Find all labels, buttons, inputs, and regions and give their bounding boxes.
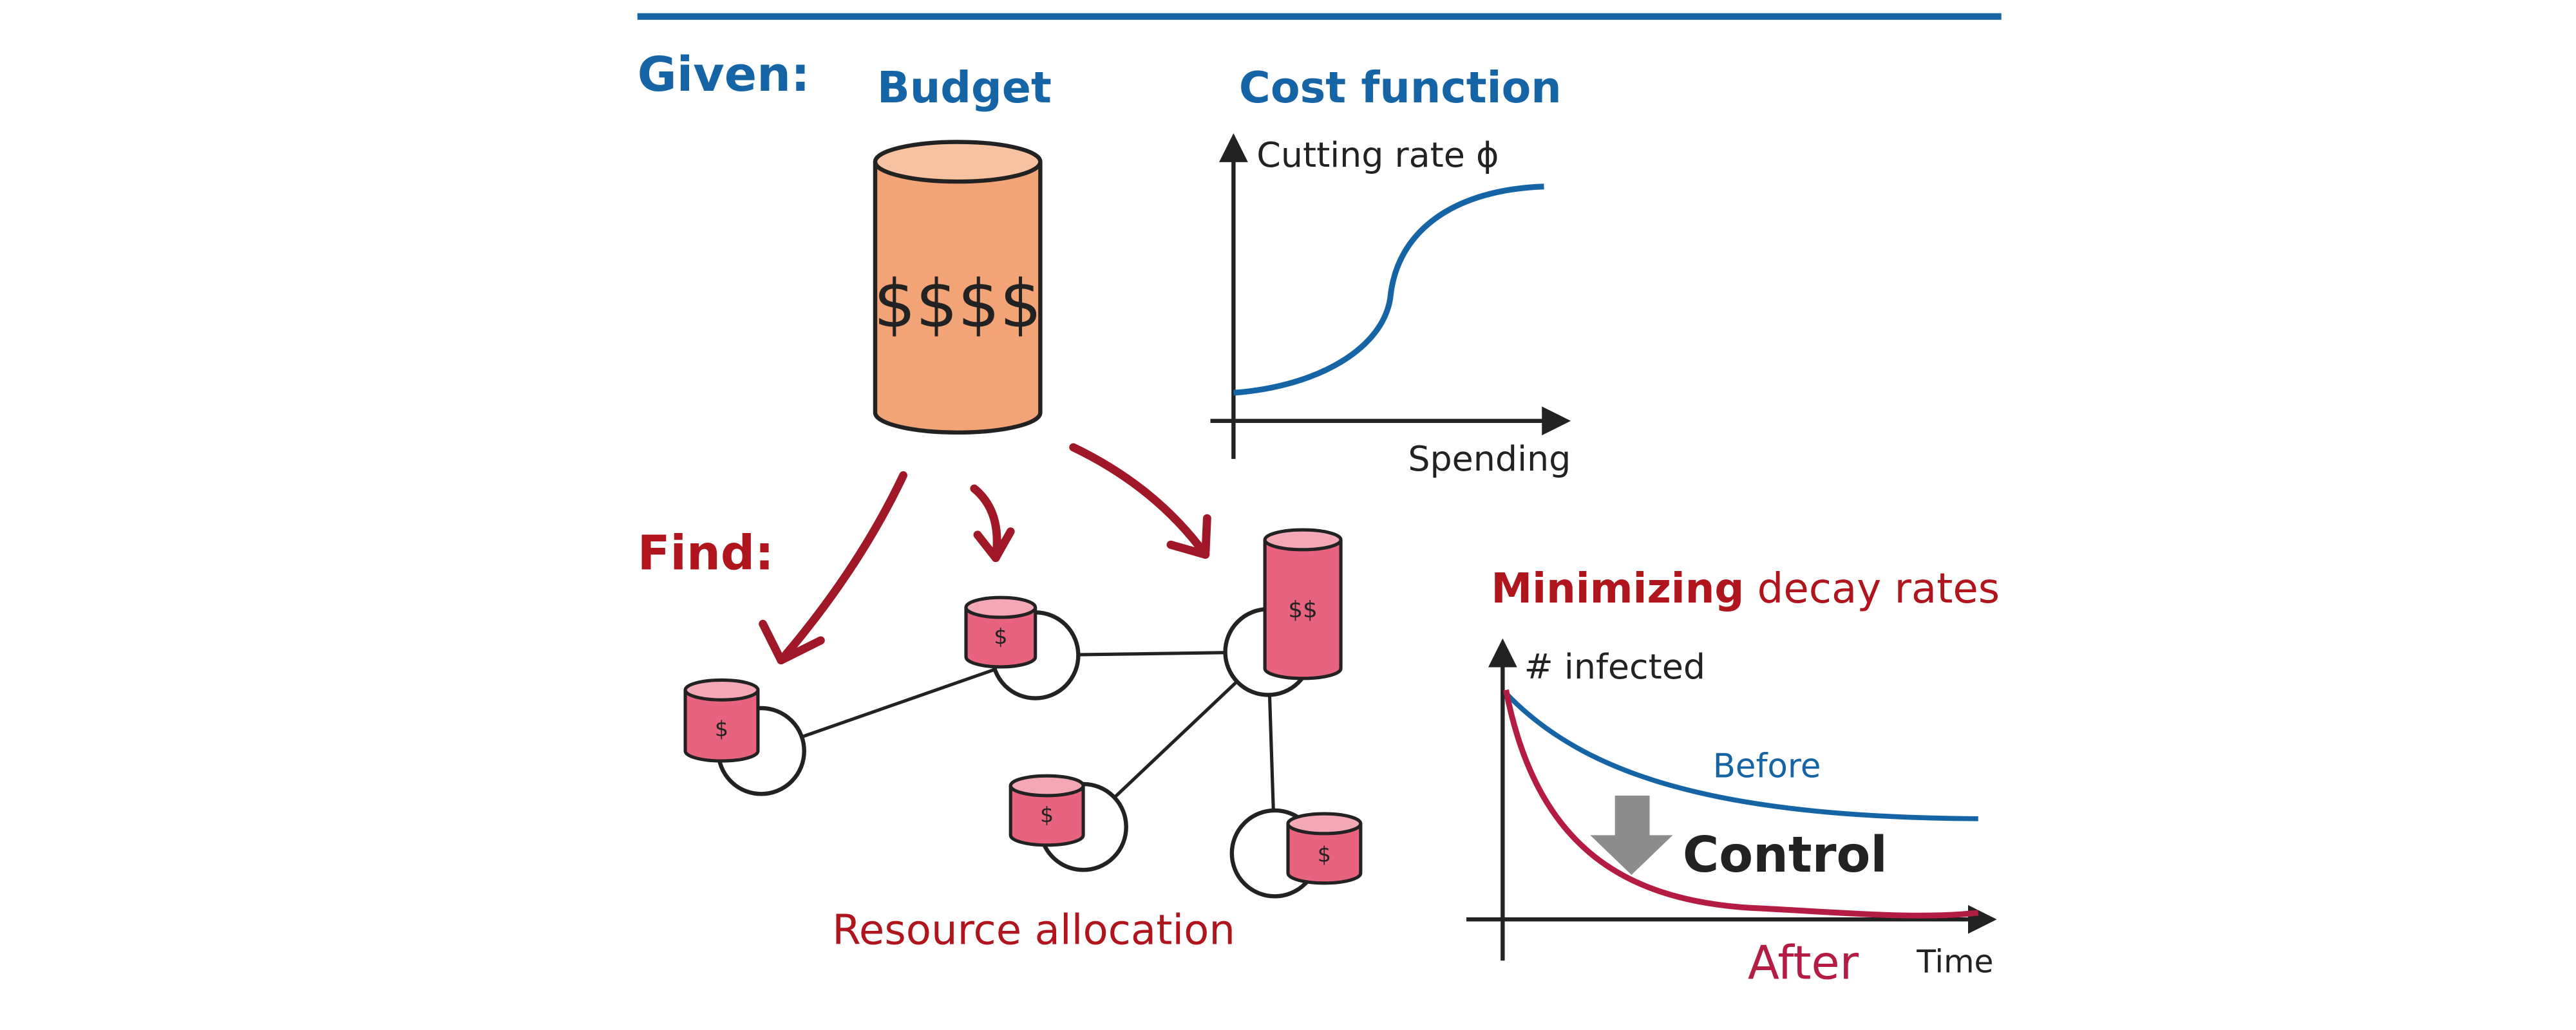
resource-cylinder-4: $ (1009, 774, 1085, 847)
given-label: Given: (638, 46, 810, 102)
resource-cylinder-5: $ (1286, 812, 1363, 885)
before-curve (1504, 691, 1978, 821)
resource-cylinder-1: $ (683, 678, 760, 763)
resource-money-2: $ (994, 624, 1007, 649)
cost-y-label: Cutting rate ϕ (1256, 135, 1499, 175)
after-curve (1503, 689, 1979, 919)
budget-cylinder: $$$$ (873, 140, 1043, 435)
budget-title: Budget (877, 62, 1052, 113)
resource-cylinder-3: $$ (1263, 528, 1343, 680)
cost-function-chart: Cutting rate ϕ Spending (1210, 133, 1571, 479)
decay-title-bold: Minimizing (1491, 565, 1744, 613)
before-label: Before (1713, 747, 1821, 786)
control-label: Control (1683, 827, 1888, 884)
allocation-arrows (759, 443, 1211, 665)
resource-money-5: $ (1318, 841, 1331, 866)
decay-title: Minimizing decay rates (1491, 565, 2000, 613)
resource-allocation-caption: Resource allocation (832, 907, 1235, 955)
decay-y-label: # infected (1524, 646, 1705, 687)
resource-cylinder-2: $ (964, 595, 1037, 669)
allocation-arrow-1 (777, 471, 907, 665)
after-label: After (1748, 936, 1859, 990)
find-label: Find: (638, 525, 774, 581)
resource-money-4: $ (1040, 802, 1054, 827)
cost-curve (1233, 183, 1544, 396)
decay-chart: # infected Time Before After Control (1466, 638, 1997, 990)
resource-money-3: $$ (1288, 597, 1318, 623)
decay-x-label: Time (1916, 944, 1993, 980)
budget-money-text: $$$$ (874, 267, 1042, 343)
allocation-arrow-3 (1069, 443, 1210, 559)
resource-money-1: $ (715, 716, 728, 742)
cost-x-label: Spending (1408, 438, 1571, 479)
decay-title-rest: decay rates (1744, 565, 2000, 613)
control-down-arrow-icon (1590, 795, 1673, 875)
cost-function-title: Cost function (1239, 62, 1562, 113)
